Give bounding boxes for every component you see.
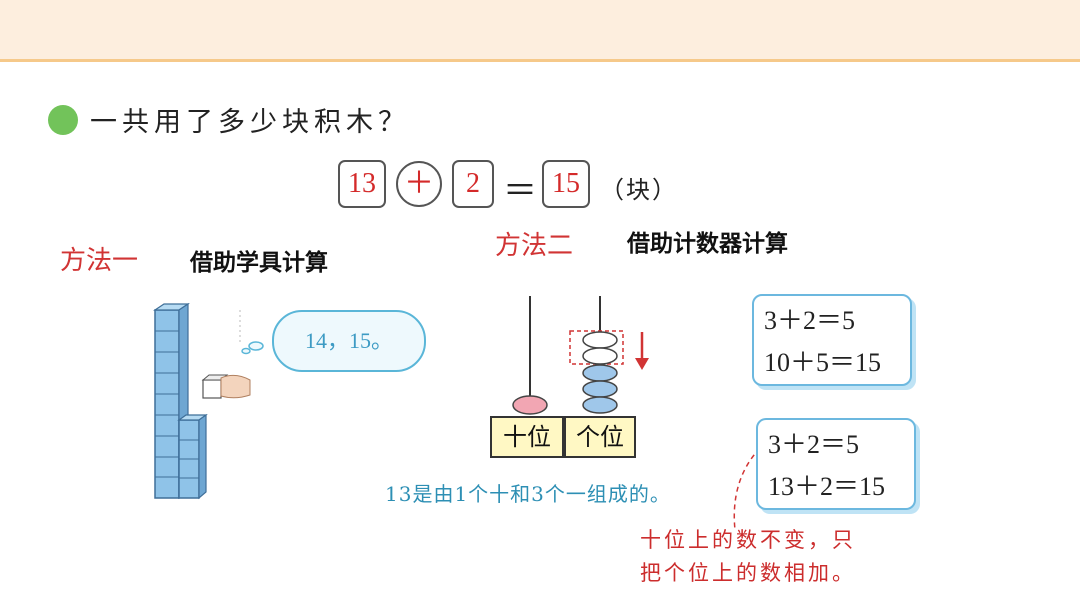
red-explanation-note: 十位上的数不变，只 把个位上的数相加。: [640, 524, 856, 590]
calc-card-1: 3＋2＝5 10＋5＝15: [752, 294, 912, 386]
calc1-line2: 10＋5＝15: [764, 342, 900, 384]
block-tower: [155, 304, 206, 498]
red-note-line1: 十位上的数不变，只: [640, 524, 856, 557]
ones-label: 个位: [564, 416, 636, 458]
thought-bubble: 14，15。: [272, 310, 426, 372]
tens-label: 十位: [490, 416, 564, 458]
thought-bubble-dots: [242, 342, 263, 354]
hand-with-block-icon: [203, 310, 250, 398]
calc1-line1: 3＋2＝5: [764, 300, 900, 342]
red-note-line2: 把个位上的数相加。: [640, 557, 856, 590]
composition-note: 13是由1个十和3个一组成的。: [385, 478, 671, 507]
calc2-line2: 13＋2＝15: [768, 466, 904, 508]
calc-card-2: 3＋2＝5 13＋2＝15: [756, 418, 916, 510]
down-arrow-icon: [635, 332, 649, 370]
calc2-line1: 3＋2＝5: [768, 424, 904, 466]
abacus-counter: [513, 296, 623, 414]
